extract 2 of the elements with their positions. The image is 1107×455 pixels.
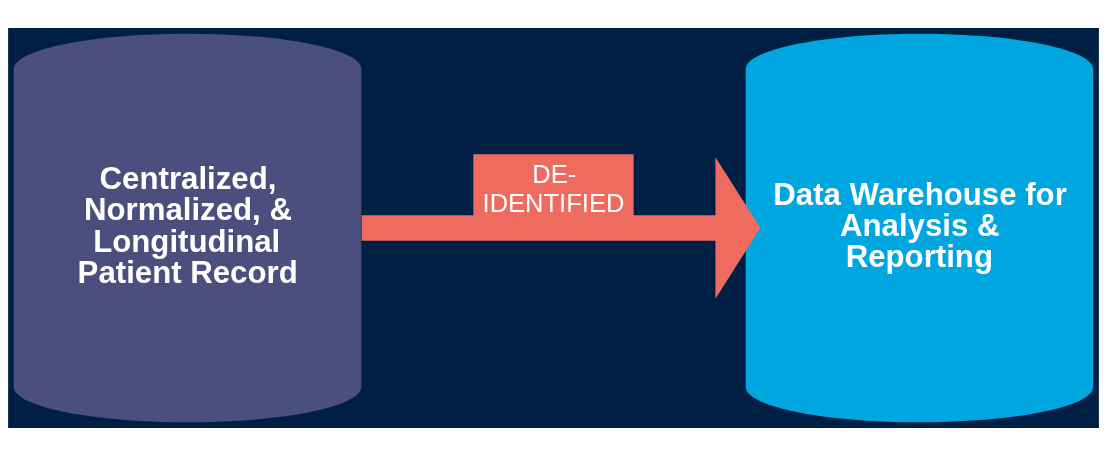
arrow	[361, 156, 761, 299]
edge-label: DE- IDENTIFIED	[482, 159, 625, 217]
